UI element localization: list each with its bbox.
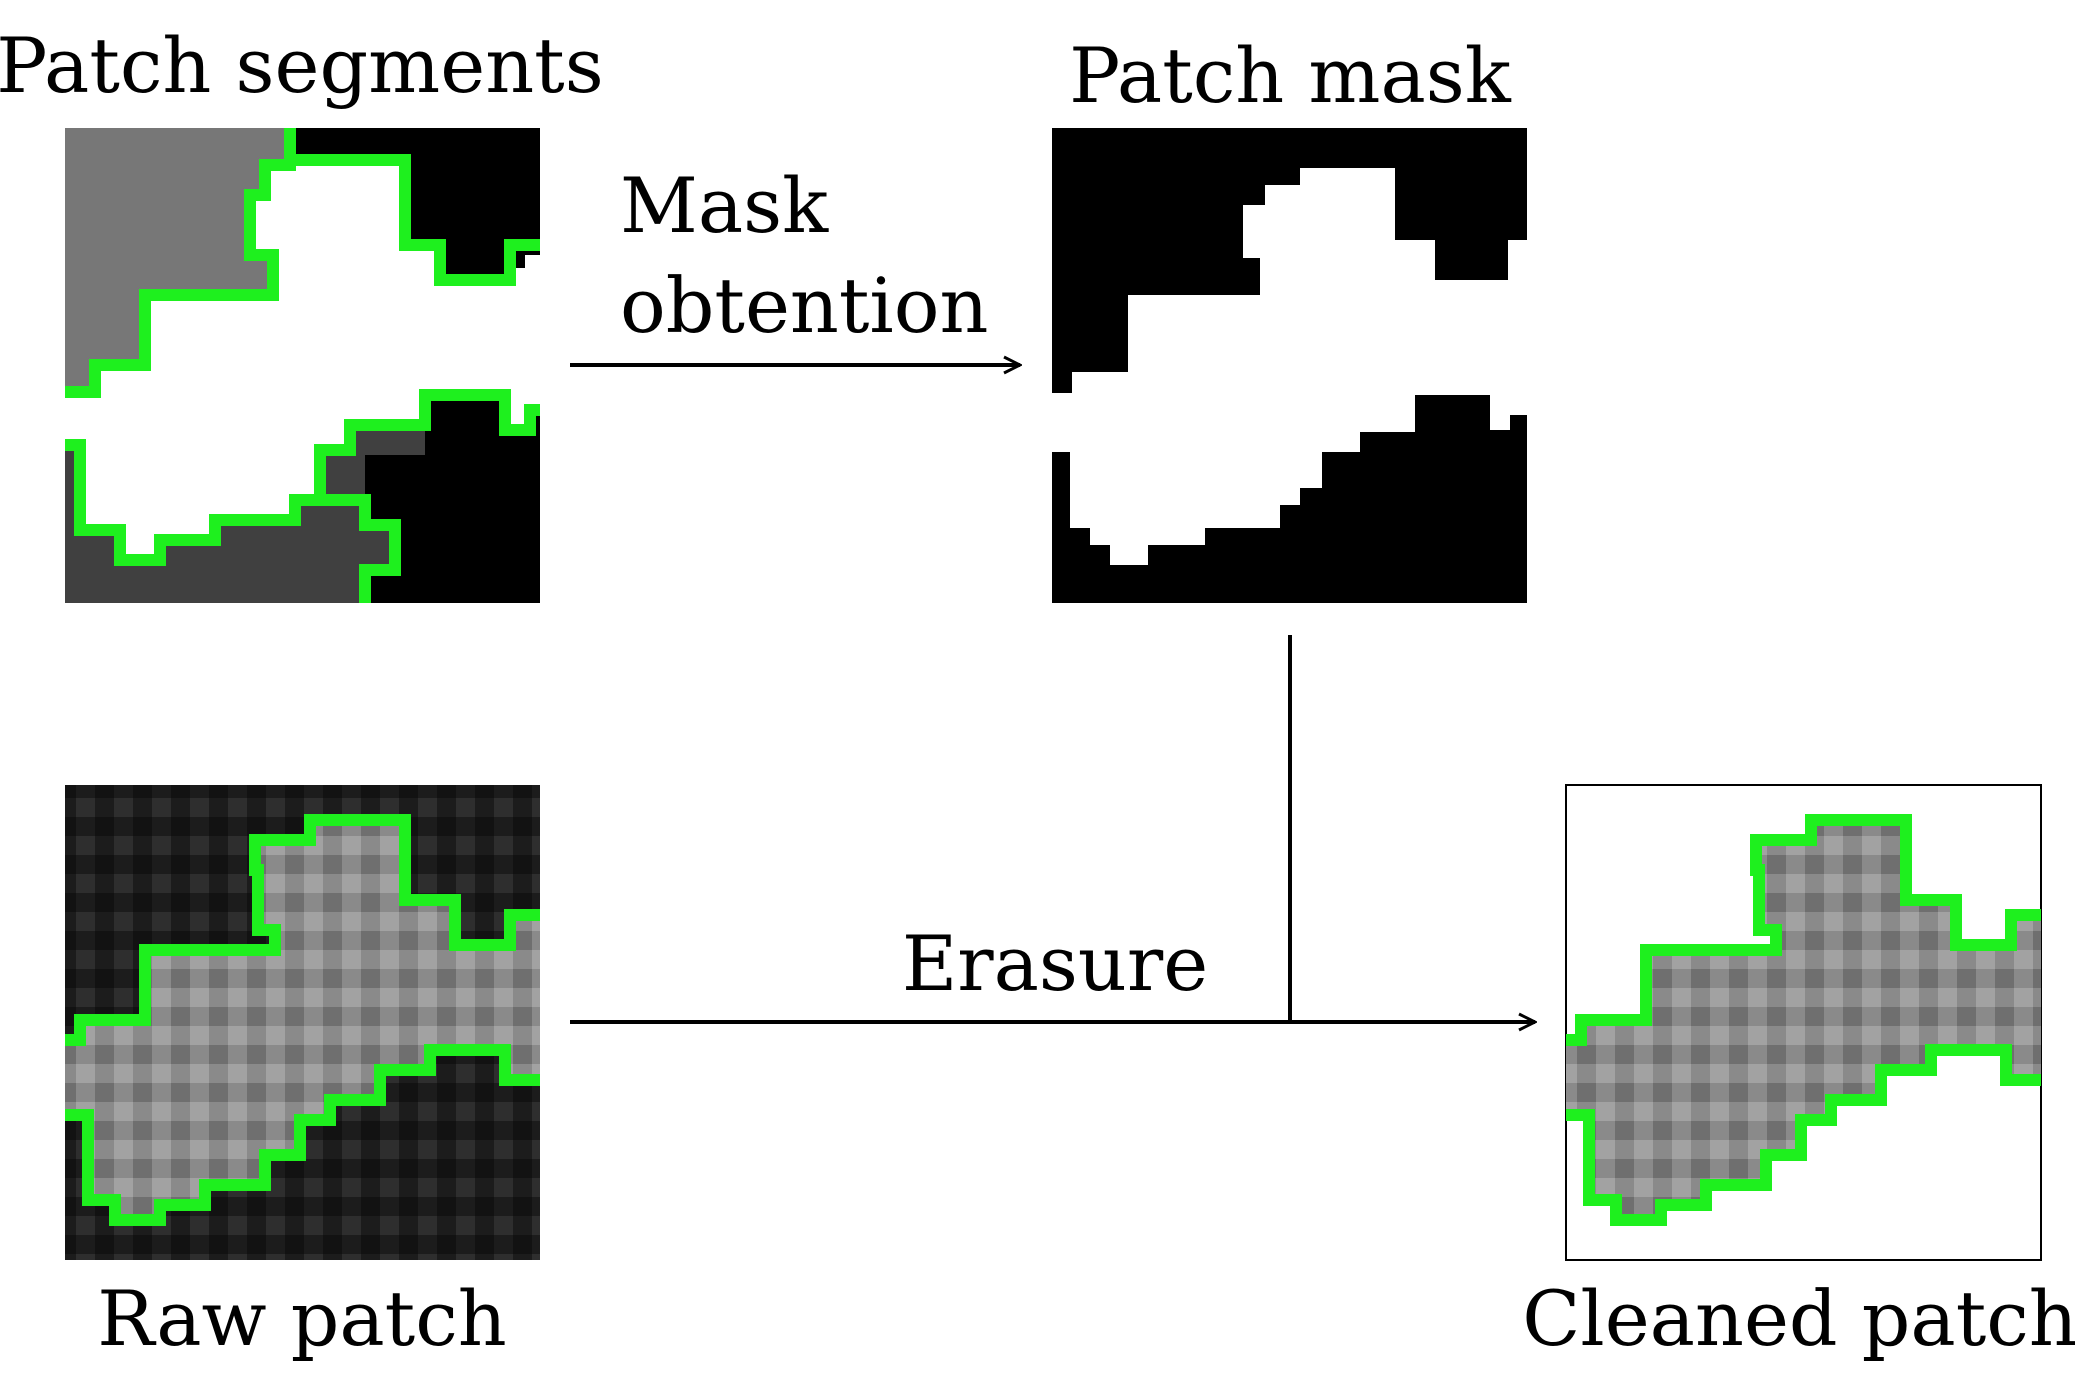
raw-patch-object — [65, 820, 540, 1220]
erasure-label: Erasure — [902, 919, 1208, 1008]
mask-background-top — [1052, 128, 1527, 393]
cleaned-patch-label: Cleaned patch — [1522, 1274, 2075, 1363]
raw-patch-label: Raw patch — [97, 1274, 507, 1363]
patch-segments-image — [65, 128, 540, 603]
raw-patch-contour-bottom — [65, 1044, 540, 1226]
segment-region-black-top — [290, 128, 540, 280]
mask-background-bottom — [1052, 395, 1527, 603]
cleaned-patch-object — [1566, 820, 2041, 1220]
cleaned-patch-image — [1565, 784, 2042, 1261]
raw-patch-contour-top — [65, 814, 540, 1046]
cleaned-patch-contour-top — [1566, 814, 2041, 1046]
segment-contour-bottom — [65, 389, 540, 566]
patch-mask-image — [1052, 128, 1527, 603]
mask-obtention-label-line2: obtention — [620, 261, 988, 350]
patch-segments-title: Patch segments — [0, 21, 604, 110]
segment-region-gray — [65, 128, 290, 392]
segment-contour-inner — [320, 494, 401, 603]
patch-mask-title: Patch mask — [1069, 31, 1512, 120]
segment-contour-top-right — [290, 154, 540, 286]
cleaned-patch-contour-bottom — [1566, 1044, 2041, 1226]
raw-patch-image — [65, 785, 540, 1260]
segment-contour-top-left — [65, 128, 296, 398]
mask-obtention-label-line1: Mask — [620, 161, 829, 250]
